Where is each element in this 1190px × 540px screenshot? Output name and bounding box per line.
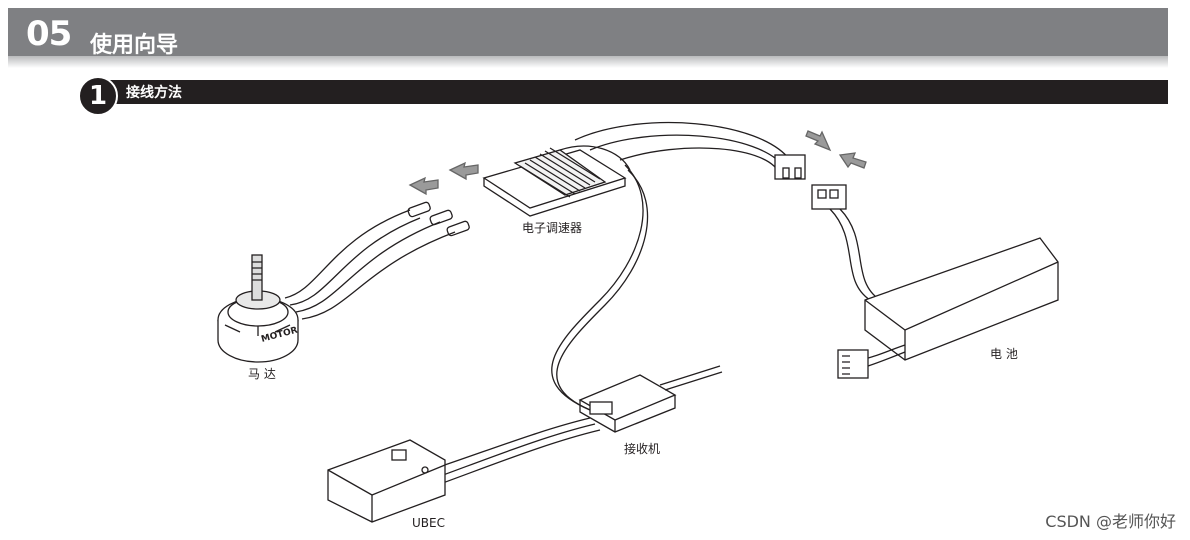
- esc: [482, 145, 631, 217]
- ubec-label: UBEC: [412, 516, 445, 530]
- chapter-number: 05: [26, 14, 72, 54]
- section-title: 接线方法: [126, 85, 182, 101]
- receiver: [578, 365, 723, 433]
- header-shadow: [8, 56, 1168, 68]
- esc-power-leads: [574, 121, 806, 180]
- battery-label: 电 池: [990, 347, 1018, 361]
- connection-arrows: [408, 130, 867, 196]
- battery-connector: [811, 184, 881, 301]
- battery: [837, 237, 1059, 379]
- motor-label: 马 达: [248, 367, 276, 381]
- ubec-wires: [429, 417, 601, 485]
- motor: [217, 254, 299, 363]
- watermark: CSDN @老师你好: [1045, 512, 1176, 531]
- ubec-module: [327, 439, 446, 523]
- bullet-connectors: [407, 201, 470, 237]
- receiver-label: 接收机: [624, 442, 661, 456]
- motor-wires: [284, 209, 456, 320]
- section-number: 1: [78, 76, 118, 116]
- chapter-title: 使用向导: [90, 33, 179, 58]
- chapter-header: 05 使用向导: [8, 8, 1168, 58]
- signal-wire: [551, 164, 649, 413]
- esc-label: 电子调速器: [522, 221, 583, 235]
- section-bar: [96, 80, 1168, 104]
